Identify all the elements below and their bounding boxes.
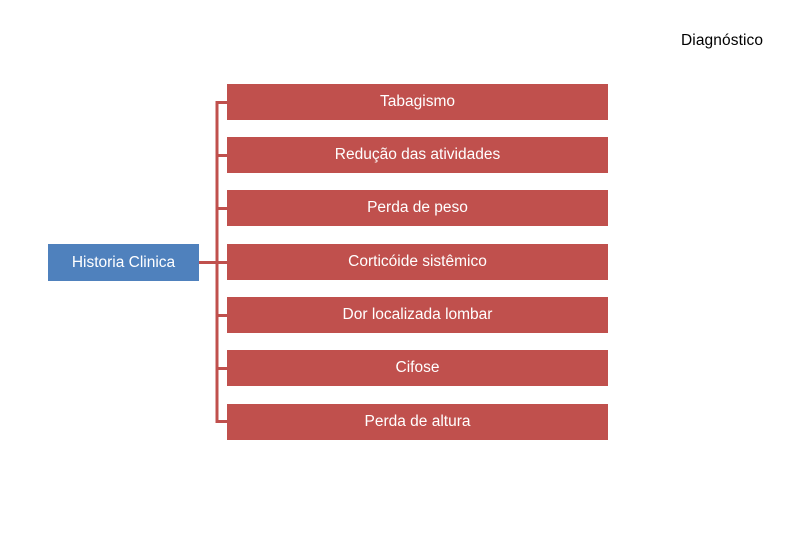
child-node-3[interactable]: Perda de peso [227, 190, 608, 226]
child-node-6[interactable]: Cifose [227, 350, 608, 386]
connector-trunk [215, 102, 219, 422]
page-title: Diagnóstico [681, 32, 764, 49]
connector-stub-5 [215, 314, 228, 317]
root-node-historia-clinica[interactable]: Historia Clinica [48, 244, 199, 281]
connector-root-stub [199, 261, 216, 264]
child-node-7[interactable]: Perda de altura [227, 404, 608, 440]
child-node-2[interactable]: Redução das atividades [227, 137, 608, 173]
connector-stub-6 [215, 367, 228, 370]
connector-stub-1 [215, 101, 228, 104]
child-node-5[interactable]: Dor localizada lombar [227, 297, 608, 333]
child-node-1[interactable]: Tabagismo [227, 84, 608, 120]
connector-stub-7 [215, 420, 228, 423]
connector-stub-2 [215, 154, 228, 157]
connector-stub-3 [215, 207, 228, 210]
child-node-4[interactable]: Corticóide sistêmico [227, 244, 608, 280]
connector-stub-4 [215, 261, 228, 264]
